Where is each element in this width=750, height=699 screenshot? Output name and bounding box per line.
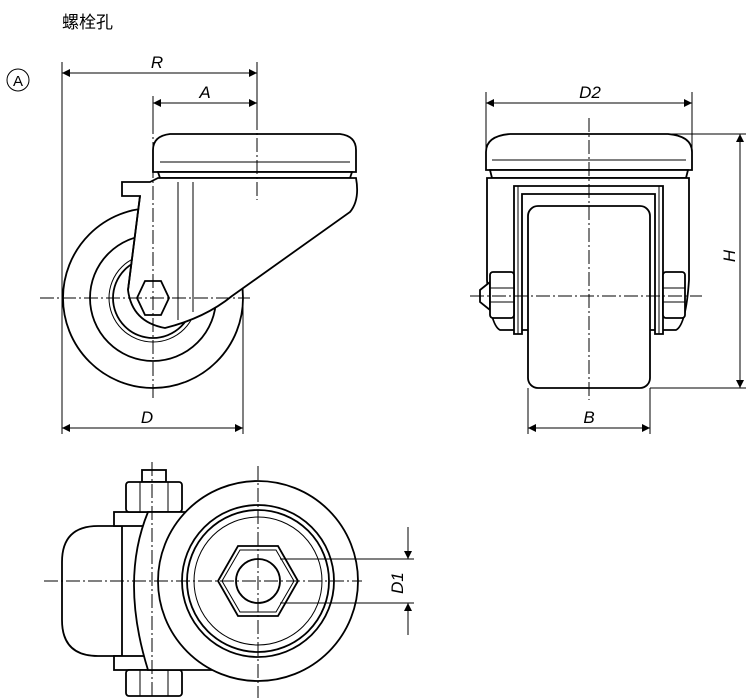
side-view — [40, 62, 359, 434]
front-fork-legs — [513, 185, 664, 335]
side-mount-plate — [152, 133, 357, 173]
top-side-body — [61, 525, 123, 657]
drawing-title: 螺栓孔 — [62, 13, 113, 33]
dim-b-label: B — [583, 408, 594, 427]
view-marker-a: A — [6, 68, 30, 92]
dim-r-label: R — [151, 53, 163, 72]
top-view — [44, 462, 414, 698]
dim-d-label: D — [141, 408, 153, 427]
dim-h-label: H — [720, 249, 739, 262]
side-fork — [121, 177, 359, 329]
dim-d2-label: D2 — [579, 83, 601, 102]
dim-a-label: A — [198, 83, 210, 102]
svg-text:A: A — [13, 73, 23, 90]
front-view — [470, 92, 746, 434]
dim-d1-label: D1 — [388, 572, 407, 594]
